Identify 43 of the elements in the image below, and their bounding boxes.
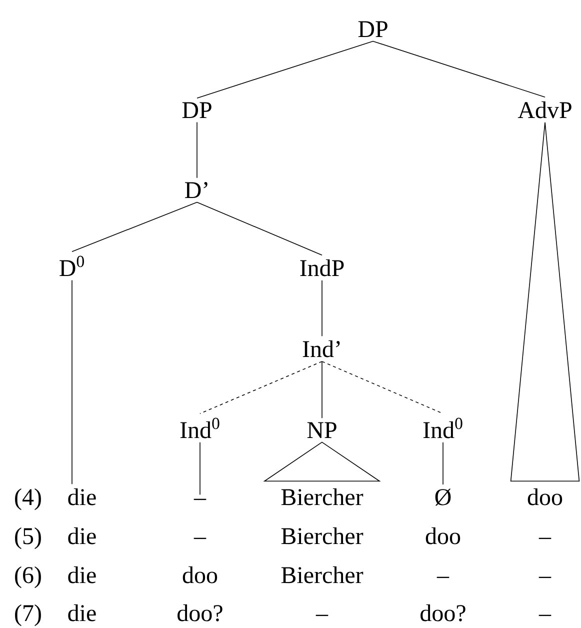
tree-label: NP (307, 422, 336, 438)
example-number: (7) (15, 604, 41, 626)
tree-label: Ind$^{0}$ (180, 418, 220, 438)
leaf-word: die (68, 488, 96, 506)
table-cell: – (194, 538, 206, 540)
table-cell: die (68, 566, 96, 584)
table-cell: Biercher (281, 566, 364, 584)
table-cell: doo (426, 527, 460, 544)
table-cell: – (316, 614, 328, 616)
branch-line (196, 122, 198, 178)
tree-label: D’ (185, 182, 208, 198)
leaf-word: – (194, 498, 206, 500)
table-cell: doo? (178, 604, 222, 622)
example-number: (5) (15, 527, 41, 550)
tree-label: Ind’ (302, 340, 340, 358)
branch-line (196, 40, 374, 98)
table-cell: die (68, 604, 96, 622)
leaf-word: Ø (435, 488, 451, 506)
tree-label: D$^{0}$ (60, 256, 84, 276)
branch-line (72, 202, 198, 252)
leaf-word: Biercher (281, 488, 364, 506)
branch-line (372, 40, 546, 98)
table-cell: doo (182, 566, 218, 584)
tree-label: Ind$^{0}$ (423, 418, 462, 438)
table-cell: Biercher (281, 527, 364, 544)
tree-label: DP (358, 21, 388, 38)
leaf-word: doo (528, 488, 562, 506)
table-cell: die (68, 527, 96, 544)
table-cell: doo? (420, 604, 466, 622)
triangle-branch (510, 122, 580, 482)
branch-line (322, 361, 444, 414)
example-number: (6) (15, 566, 41, 588)
branch-line (200, 361, 322, 414)
branch-line (196, 202, 322, 256)
tree-label: IndP (300, 259, 344, 276)
table-cell: – (538, 538, 552, 540)
branch-line (442, 442, 444, 485)
table-cell: – (538, 614, 552, 616)
example-number: (4) (15, 488, 41, 510)
table-cell: – (436, 576, 450, 578)
tree-label: AdvP (518, 101, 572, 118)
table-cell: – (538, 576, 552, 578)
tree-label: DP (182, 102, 212, 118)
